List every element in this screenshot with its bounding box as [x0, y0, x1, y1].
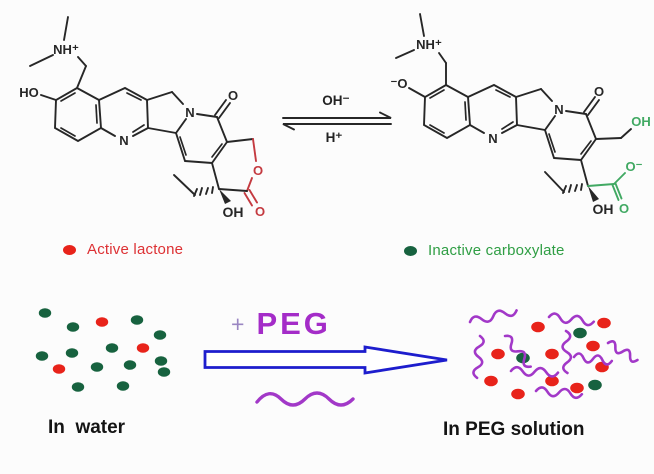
molecule-dot — [545, 375, 559, 387]
atom-label-ho: HO — [19, 85, 39, 100]
peg-polymer-squiggles — [468, 309, 639, 400]
molecule-dot — [570, 382, 584, 394]
molecule-dot — [484, 375, 498, 387]
peg-polymer-wave — [255, 391, 355, 407]
peg-chain-squiggle — [468, 309, 518, 324]
atom-label-phenolate-o: ⁻O — [391, 76, 408, 91]
atom-label-quinoline-n: N — [488, 131, 497, 146]
equilibrium-forward-label: OH⁻ — [322, 93, 349, 108]
molecule-dot — [90, 362, 104, 372]
peg-chain-squiggle — [547, 312, 596, 327]
molecule-dot — [123, 360, 137, 370]
atom-label-carboxylate-o-minus: O⁻ — [626, 159, 643, 174]
molecule-dot — [157, 367, 171, 377]
water-dot-cluster — [35, 308, 171, 392]
legend-active: Active lactone — [63, 241, 183, 258]
molecule-dot — [491, 348, 505, 360]
molecule-dot — [588, 379, 602, 391]
atom-label-lactone-carbonyl-o: O — [255, 204, 265, 219]
molecule-dot — [35, 351, 49, 361]
molecule-dot — [154, 356, 168, 366]
peg-chain-squiggle — [561, 329, 573, 375]
atom-label-carboxylate-o: O — [619, 201, 629, 216]
molecule-dot — [597, 317, 611, 329]
molecule-dot — [545, 348, 559, 360]
peg-addition-label: + PEG — [231, 306, 331, 342]
peg-dot-cluster — [484, 317, 611, 400]
wedge-bond — [219, 189, 231, 204]
wedge-bond — [588, 186, 599, 202]
caption-in-water: In water — [48, 417, 126, 438]
peg-chain-squiggle — [572, 352, 614, 366]
molecule-dot — [511, 388, 525, 400]
caption-in-peg-solution: In PEG solution — [443, 419, 585, 440]
molecule-dot — [586, 340, 600, 352]
molecule-dot — [95, 317, 109, 327]
peg-text: PEG — [256, 306, 331, 341]
molecule-dot — [153, 330, 167, 340]
molecule-dot — [105, 343, 119, 353]
atom-label-amide-n: N — [554, 102, 563, 117]
big-right-arrow — [203, 345, 448, 375]
atom-label-pyridone-o: O — [228, 88, 238, 103]
molecule-dot — [130, 315, 144, 325]
atom-label-nh: NH⁺ — [416, 37, 442, 52]
molecule-dot — [573, 327, 587, 339]
atom-label-nh: NH⁺ — [53, 42, 79, 57]
molecule-dot — [531, 321, 545, 333]
molecule-dot — [65, 348, 79, 358]
carboxylate-structure: ⁻O NH⁺ N N O OH O⁻ O OH — [391, 13, 651, 217]
peg-chain-squiggle — [503, 334, 533, 369]
legend-active-label: Active lactone — [87, 241, 184, 258]
plus-sign: + — [231, 310, 245, 337]
atom-label-hydroxymethyl-oh: OH — [631, 114, 651, 129]
molecule-dot — [116, 381, 130, 391]
atom-label-amide-n: N — [185, 105, 194, 120]
molecule-dot — [71, 382, 85, 392]
legend-inactive-label: Inactive carboxylate — [428, 242, 565, 259]
molecule-dot — [66, 322, 80, 332]
peg-chain-squiggle — [509, 365, 560, 378]
molecule-dot — [38, 308, 52, 318]
peg-chain-squiggle — [534, 386, 584, 400]
atom-label-c20-oh: OH — [223, 204, 244, 220]
lactone-structure: HO NH⁺ N N O O O OH — [19, 16, 265, 220]
peg-chain-squiggle — [472, 334, 485, 380]
equilibrium-reverse-label: H⁺ — [326, 130, 343, 145]
atom-label-pyridone-o: O — [594, 84, 604, 99]
molecule-dot — [52, 364, 66, 374]
equilibrium-arrows: OH⁻ H⁺ — [282, 93, 392, 145]
atom-label-c20-oh: OH — [593, 201, 614, 217]
active-lactone-dot-icon — [63, 244, 76, 255]
atom-label-quinoline-n: N — [119, 133, 128, 148]
atom-label-lactone-o: O — [253, 163, 263, 178]
molecule-dot — [136, 343, 150, 353]
inactive-carboxylate-dot-icon — [404, 245, 417, 256]
peg-chain-squiggle — [606, 340, 639, 363]
legend-inactive: Inactive carboxylate — [404, 242, 565, 259]
molecule-dot — [516, 352, 530, 364]
